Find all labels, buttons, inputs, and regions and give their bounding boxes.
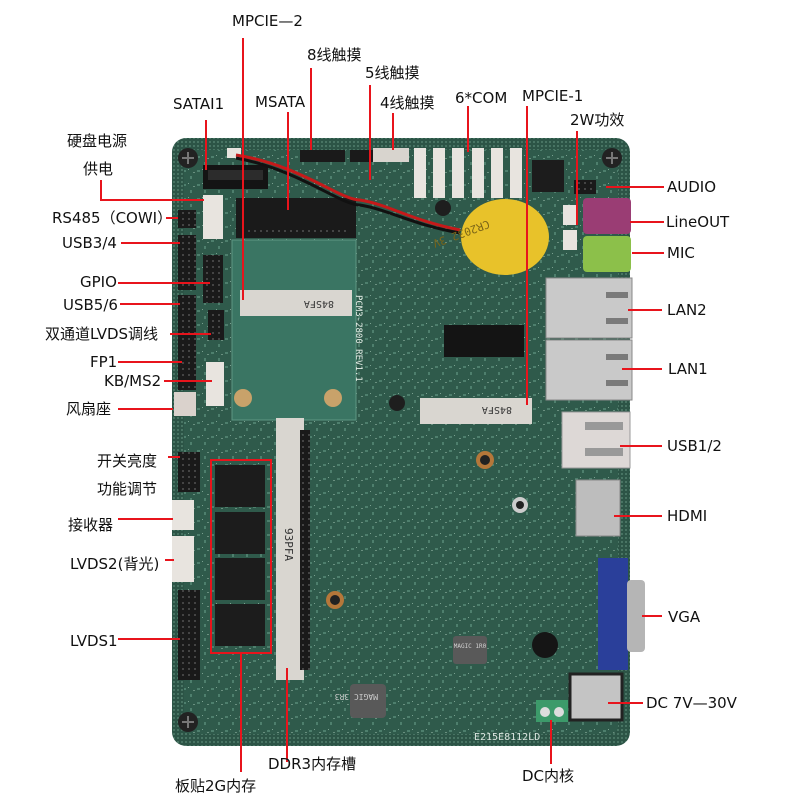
mounting-screw-icon [178,148,622,732]
mpcie1-slot [420,398,532,424]
label-onboard-memory: 板贴2G内存 [175,777,257,795]
fp1-header [178,345,196,390]
label-sata1: SATAI1 [173,95,225,113]
mpcie2-slot-marking: 84SFA [304,298,334,309]
mpcie2-slot [240,290,352,316]
label-touch4: 4线触摸 [380,94,435,112]
label-mpcie1: MPCIE-1 [522,87,584,105]
audio-header [574,180,596,194]
hdd-power-connector-4pin [203,195,223,239]
label-rs485: RS485（COWI） [52,209,173,227]
mpcie1-slot-marking: 84SFA [482,404,512,415]
lan1-jack [545,339,633,401]
label-lineout: LineOUT [666,213,730,231]
chipset [444,325,524,357]
label-receiver: 接收器 [68,516,114,534]
label-lvds2: LVDS2(背光) [70,555,160,573]
receiver-connector [172,500,194,530]
label-lvds-dual: 双通道LVDS调线 [45,325,159,343]
lvds-dual-header [208,310,224,340]
label-hdmi: HDMI [667,507,708,525]
dc-jack [568,672,624,722]
label-msata: MSATA [255,93,306,111]
mic-jack [583,236,631,272]
label-usb12: USB1/2 [667,437,722,455]
board-serial-silkscreen: E215E8112LD [474,732,540,743]
label-audio: AUDIO [667,178,717,196]
label-vga: VGA [668,608,701,626]
gpio-header [203,255,223,303]
label-lvds1: LVDS1 [70,632,118,650]
label-ddr3: DDR3内存槽 [268,755,357,773]
lineout-jack [583,198,631,234]
label-fan: 风扇座 [66,400,112,418]
inductor-2-marking: MAGIC 1R0 [454,643,487,650]
ddr3-sodimm-slot [276,418,304,680]
hdmi-jack [575,479,621,537]
onboard-memory-highlight [210,459,272,654]
buzzer [532,632,558,658]
label-kbms2: KB/MS2 [104,372,162,390]
lvds1-header [178,590,200,680]
sodimm-marking: 93PFA [282,528,295,561]
rs485-header [178,210,196,228]
vga-connector [598,558,628,670]
label-lan2: LAN2 [667,301,707,319]
label-usb34: USB3/4 [62,234,117,252]
speaker-connector [563,205,577,225]
label-amp2w: 2W功效 [570,111,625,129]
inductor-2 [453,636,487,664]
fan-connector [174,392,196,416]
inductor [350,684,386,718]
label-touch8: 8线触摸 [307,46,362,64]
touch8-connector [300,150,345,162]
label-mpcie2: MPCIE—2 [232,12,303,30]
cable-black [235,156,461,235]
hdd-power-connector [227,148,241,158]
controller-chip [532,160,564,192]
label-gpio: GPIO [80,273,117,291]
touch4-connector [373,148,409,162]
com-connectors [414,148,522,198]
usb12-jack [561,411,631,469]
label-brightness-2: 功能调节 [97,480,158,498]
label-mic: MIC [667,244,695,262]
label-com6: 6*COM [455,89,508,107]
label-dccore: DC内核 [522,767,575,785]
label-hddpower: 硬盘电源 [67,132,128,150]
brightness-header [178,452,200,492]
leader-lines [100,38,664,772]
label-dc: DC 7V—30V [646,694,737,712]
label-usb56: USB5/6 [63,296,118,314]
label-lan1: LAN1 [668,360,708,378]
usb56-header [178,295,196,350]
label-touch5: 5线触摸 [365,64,420,82]
label-fp1: FP1 [90,353,118,371]
onboard-memory-chips [215,465,265,646]
inductor-marking: MAGIC 3R3 [334,692,378,701]
lan2-jack [545,277,633,339]
board-model-silkscreen: PCM3-2800 REV1.1 [353,295,363,382]
usb34-header [178,235,196,290]
lvds2-connector [172,536,194,582]
cable-red [235,153,461,232]
label-brightness: 开关亮度 [97,452,158,470]
kbms2-connector [206,362,224,406]
label-hddpower-2: 供电 [83,160,114,178]
